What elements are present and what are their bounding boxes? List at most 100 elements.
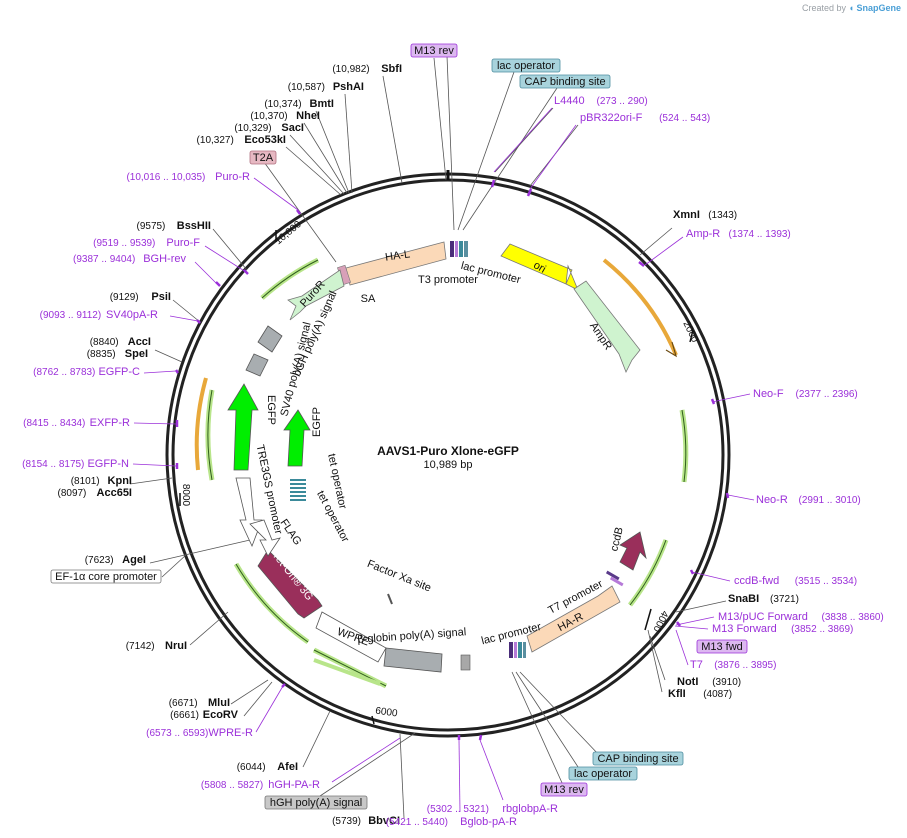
feature-m13-rev-top[interactable] [455, 241, 458, 257]
enzyme-name[interactable]: PsiI [151, 291, 171, 303]
enzyme-position: (10,327) [197, 135, 234, 146]
feature-label-box[interactable] [519, 74, 611, 89]
feature-label-box[interactable] [568, 766, 638, 781]
primer-name[interactable]: M13 Forward [712, 623, 777, 635]
feature-cap-site-bottom[interactable] [523, 642, 526, 658]
feature-factor-xa[interactable] [387, 593, 393, 605]
enzyme-position: (1343) [708, 210, 737, 221]
feature-tre3gs-promoter[interactable] [235, 477, 263, 548]
feature-label-box[interactable] [249, 150, 277, 165]
enzyme-position: (6044) [237, 762, 266, 773]
primer-name[interactable]: Amp-R [686, 228, 720, 240]
feature-t3-cluster[interactable] [450, 241, 454, 257]
feature-ampr[interactable] [573, 280, 641, 373]
feature-t7-cluster[interactable] [605, 570, 620, 581]
feature-label-box[interactable] [540, 782, 588, 797]
feature-label-box[interactable] [50, 569, 162, 584]
enzyme-name[interactable]: AgeI [122, 554, 146, 566]
enzyme-name[interactable]: Eco53kI [244, 134, 286, 146]
primer-name[interactable]: WPRE-R [208, 727, 253, 739]
enzyme-name[interactable]: KflI [668, 688, 686, 700]
feature-flag[interactable] [249, 519, 281, 557]
enzyme-name[interactable]: BmtI [310, 98, 334, 110]
feature-egfp-left[interactable] [227, 383, 259, 471]
primer-name[interactable]: Bglob-pA-R [460, 816, 517, 828]
enzyme-name[interactable]: PshAI [333, 81, 364, 93]
feature-label-box[interactable] [264, 795, 368, 810]
plasmid-length: 10,989 bp [424, 459, 473, 471]
enzyme-name[interactable]: EcoRV [203, 709, 239, 721]
feature-tet-operators[interactable] [290, 479, 306, 501]
enzyme-name[interactable]: BbvCI [368, 815, 400, 827]
enzyme-name[interactable]: MluI [208, 697, 230, 709]
feature-ha-r[interactable] [526, 585, 621, 653]
feature-label-box-text: CAP binding site [524, 76, 605, 88]
enzyme-position: (10,587) [288, 82, 325, 93]
primer-name[interactable]: pBR322ori-F [580, 112, 643, 124]
primer-name[interactable]: L4440 [554, 95, 585, 107]
feature-label-box-text: M13 fwd [701, 641, 743, 653]
primer-name[interactable]: Neo-F [753, 388, 784, 400]
primer-name[interactable]: M13/pUC Forward [718, 611, 808, 623]
feature-ccdb[interactable] [619, 531, 647, 571]
feature-ori[interactable] [500, 243, 579, 291]
primer-position: (5302 .. 5321) [427, 804, 489, 815]
feature-wpre[interactable] [315, 611, 387, 663]
feature-beta-globin-polya[interactable] [383, 647, 443, 673]
primer-name[interactable]: EGFP-N [87, 458, 129, 470]
feature-egfp-right[interactable] [283, 409, 311, 467]
green-arc-left2-line [207, 389, 213, 481]
enzyme-position: (7142) [126, 641, 155, 652]
feature-label-box-text: M13 rev [414, 45, 454, 57]
primer-name[interactable]: EXFP-R [90, 417, 130, 429]
enzyme-position: (3910) [712, 677, 741, 688]
enzyme-name[interactable]: AccI [128, 336, 151, 348]
enzyme-name[interactable]: KpnI [108, 475, 132, 487]
feature-label-box[interactable] [696, 639, 748, 654]
enzyme-name[interactable]: AfeI [277, 761, 298, 773]
primer-position: (8762 .. 8783) [33, 367, 95, 378]
feature-sv40-polya[interactable] [245, 353, 269, 377]
feature-cap-site-top[interactable] [464, 241, 468, 257]
primer-name[interactable]: rbglobpA-R [502, 803, 558, 815]
primer-name[interactable]: Puro-F [166, 237, 200, 249]
enzyme-position: (8840) [90, 337, 119, 348]
primer-name[interactable]: Puro-R [215, 171, 250, 183]
feature-label-box[interactable] [491, 58, 561, 73]
amp-arc-head [665, 341, 677, 358]
primer-name[interactable]: T7 [690, 659, 703, 671]
enzyme-name[interactable]: Acc65I [97, 487, 132, 499]
primer-name[interactable]: BGH-rev [143, 253, 186, 265]
feature-tet-on-3g[interactable] [257, 549, 323, 619]
feature-m13-fwd[interactable] [609, 576, 624, 587]
primer-name[interactable]: SV40pA-R [106, 309, 158, 321]
primer-position: (3876 .. 3895) [714, 660, 776, 671]
primer-name[interactable]: ccdB-fwd [734, 575, 779, 587]
enzyme-name[interactable]: SacI [281, 122, 304, 134]
enzyme-name[interactable]: SbfI [381, 63, 402, 75]
primer-name[interactable]: hGH-PA-R [268, 779, 320, 791]
enzyme-position: (9575) [136, 221, 165, 232]
enzyme-name[interactable]: BssHII [177, 220, 211, 232]
feature-gray-small[interactable] [460, 654, 471, 671]
enzyme-name[interactable]: NheI [296, 110, 320, 122]
enzyme-name[interactable]: XmnI [673, 209, 700, 221]
credit-brand: SnapGene [856, 3, 901, 13]
primer-name[interactable]: EGFP-C [98, 366, 140, 378]
feature-lac-operator-bottom[interactable] [518, 642, 522, 658]
primer-position: (10,016 .. 10,035) [126, 172, 205, 183]
enzyme-position: (4087) [703, 689, 732, 700]
enzyme-name[interactable]: SnaBI [728, 593, 759, 605]
feature-label-box[interactable] [410, 43, 458, 58]
enzyme-name[interactable]: NruI [165, 640, 187, 652]
feature-lac-operator-top[interactable] [459, 241, 463, 257]
enzyme-name[interactable]: NotI [677, 676, 698, 688]
enzyme-name[interactable]: SpeI [125, 348, 148, 360]
primer-name[interactable]: Neo-R [756, 494, 788, 506]
feature-label-box-text: T2A [253, 152, 274, 164]
feature-m13-rev-bottom[interactable] [514, 642, 517, 658]
feature-label-box[interactable] [592, 751, 684, 766]
feature-bgh-polya[interactable] [257, 325, 283, 353]
feature-puror[interactable] [287, 269, 345, 321]
feature-lac-cluster-bottom[interactable] [509, 642, 513, 658]
